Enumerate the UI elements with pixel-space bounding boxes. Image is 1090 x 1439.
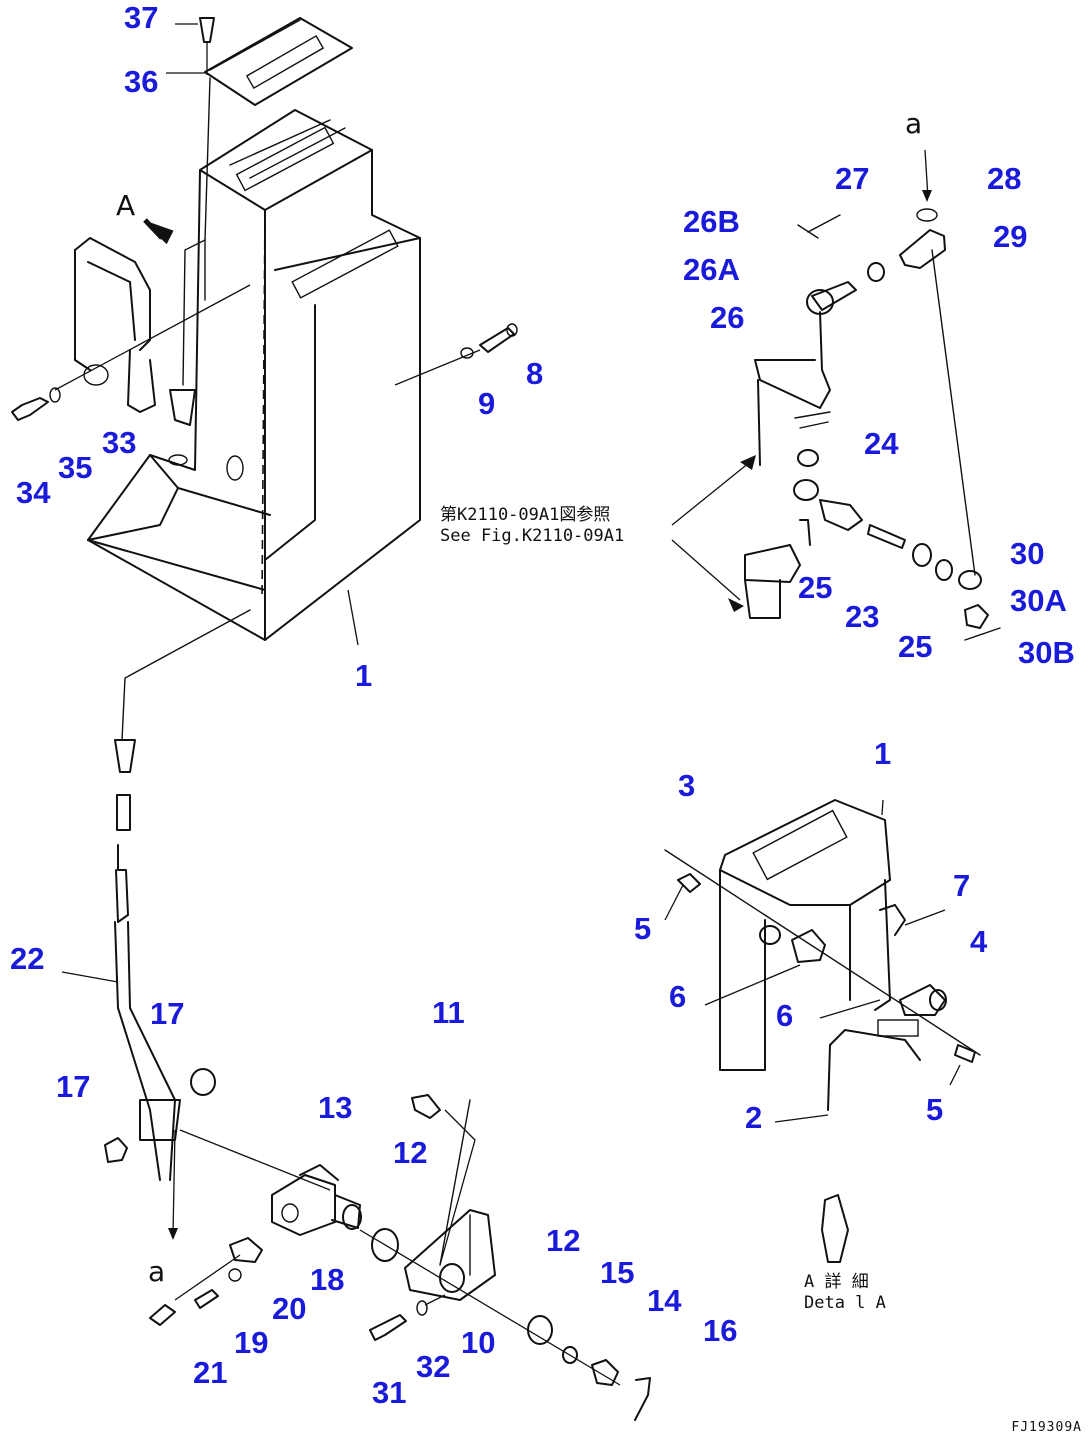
connector-label-bottom: a <box>148 1255 166 1288</box>
bracket-33 <box>74 237 206 426</box>
bushing-12a <box>371 1228 399 1262</box>
bolt-31 <box>369 1314 407 1341</box>
callout-37: 37 <box>124 0 159 35</box>
callout-18: 18 <box>310 1262 345 1297</box>
callout-12-a: 12 <box>393 1135 428 1170</box>
lever-22 <box>61 609 251 1240</box>
callout-33: 33 <box>102 425 137 460</box>
cover-plate <box>204 17 353 106</box>
washer-15 <box>562 1346 578 1364</box>
callout-23: 23 <box>845 599 880 634</box>
screw-37 <box>175 17 215 75</box>
detail-note: A 詳 細 Deta l A <box>804 1272 886 1315</box>
callout-5-b: 5 <box>926 1092 944 1127</box>
callout-5-a: 5 <box>634 911 652 946</box>
callout-30b: 30B <box>1018 635 1075 670</box>
callout-1-detail: 1 <box>874 736 892 771</box>
callout-14: 14 <box>647 1283 682 1318</box>
callout-25-b: 25 <box>898 629 933 664</box>
bracket-13 <box>271 1164 362 1236</box>
callout-17-a: 17 <box>150 996 185 1031</box>
view-a-arrow <box>143 218 174 245</box>
knob-detail <box>821 1194 849 1263</box>
callout-13: 13 <box>318 1090 353 1125</box>
nut-14 <box>591 1359 619 1386</box>
callout-9: 9 <box>478 386 496 421</box>
callout-25-a: 25 <box>798 570 833 605</box>
reference-note-jp: 第K2110-09A1図参照 <box>440 505 611 525</box>
bolt-axis-8 <box>394 349 481 386</box>
callout-11: 11 <box>432 995 465 1030</box>
nut-17b <box>104 1137 128 1163</box>
callout-22: 22 <box>10 941 45 976</box>
detail-a-view <box>664 799 981 1123</box>
callout-6-a: 6 <box>669 979 687 1014</box>
callout-8: 8 <box>526 356 544 391</box>
callout-15: 15 <box>600 1255 635 1290</box>
callout-6-b: 6 <box>776 998 794 1033</box>
rod-end-18 <box>149 1237 263 1326</box>
callout-1-main: 1 <box>355 658 373 693</box>
link-rod <box>204 77 211 301</box>
callout-31: 31 <box>372 1375 407 1410</box>
callout-35: 35 <box>58 450 93 485</box>
callout-21: 21 <box>193 1355 228 1390</box>
reference-note: 第K2110-09A1図参照 See Fig.K2110-09A1 <box>440 505 624 548</box>
callout-26b: 26B <box>683 204 740 239</box>
callout-28: 28 <box>987 161 1022 196</box>
view-marker-a: A <box>116 189 136 222</box>
callout-16: 16 <box>703 1313 738 1348</box>
bolt-8 <box>460 323 518 359</box>
callout-34: 34 <box>16 475 51 510</box>
callout-29: 29 <box>993 219 1028 254</box>
callout-10: 10 <box>461 1325 496 1360</box>
callout-20: 20 <box>272 1291 307 1326</box>
callout-27: 27 <box>835 161 870 196</box>
callout-7: 7 <box>953 868 971 903</box>
reference-note-en: See Fig.K2110-09A1 <box>440 526 625 547</box>
callout-12-b: 12 <box>546 1223 581 1258</box>
linkage-assembly <box>671 149 1001 641</box>
bolt-34 <box>11 387 61 421</box>
nut-17a <box>190 1068 216 1096</box>
cotter-pin-16 <box>634 1377 651 1421</box>
bushing-12b <box>527 1315 553 1345</box>
switch-11 <box>411 1094 441 1119</box>
console-main-part-1 <box>87 109 421 641</box>
callout-36: 36 <box>124 64 159 99</box>
connector-label-top: a <box>905 107 923 140</box>
callout-17-b: 17 <box>56 1069 91 1104</box>
callout-26: 26 <box>710 300 745 335</box>
callout-30: 30 <box>1010 536 1045 571</box>
bolt-axis-33 <box>54 284 251 391</box>
detail-note-en: Deta l A <box>804 1293 886 1314</box>
washer-32 <box>416 1300 428 1316</box>
callout-26a: 26A <box>683 252 740 287</box>
callout-2: 2 <box>745 1100 763 1135</box>
callout-30a: 30A <box>1010 583 1067 618</box>
callout-3: 3 <box>678 768 696 803</box>
detail-note-jp: A 詳 細 <box>804 1272 869 1292</box>
callout-32: 32 <box>416 1349 451 1384</box>
callout-19: 19 <box>234 1325 269 1360</box>
callout-24: 24 <box>864 426 899 461</box>
callout-4: 4 <box>970 924 988 959</box>
drawing-code: FJ19309A <box>1011 1420 1082 1435</box>
bracket-10 <box>404 1099 496 1301</box>
